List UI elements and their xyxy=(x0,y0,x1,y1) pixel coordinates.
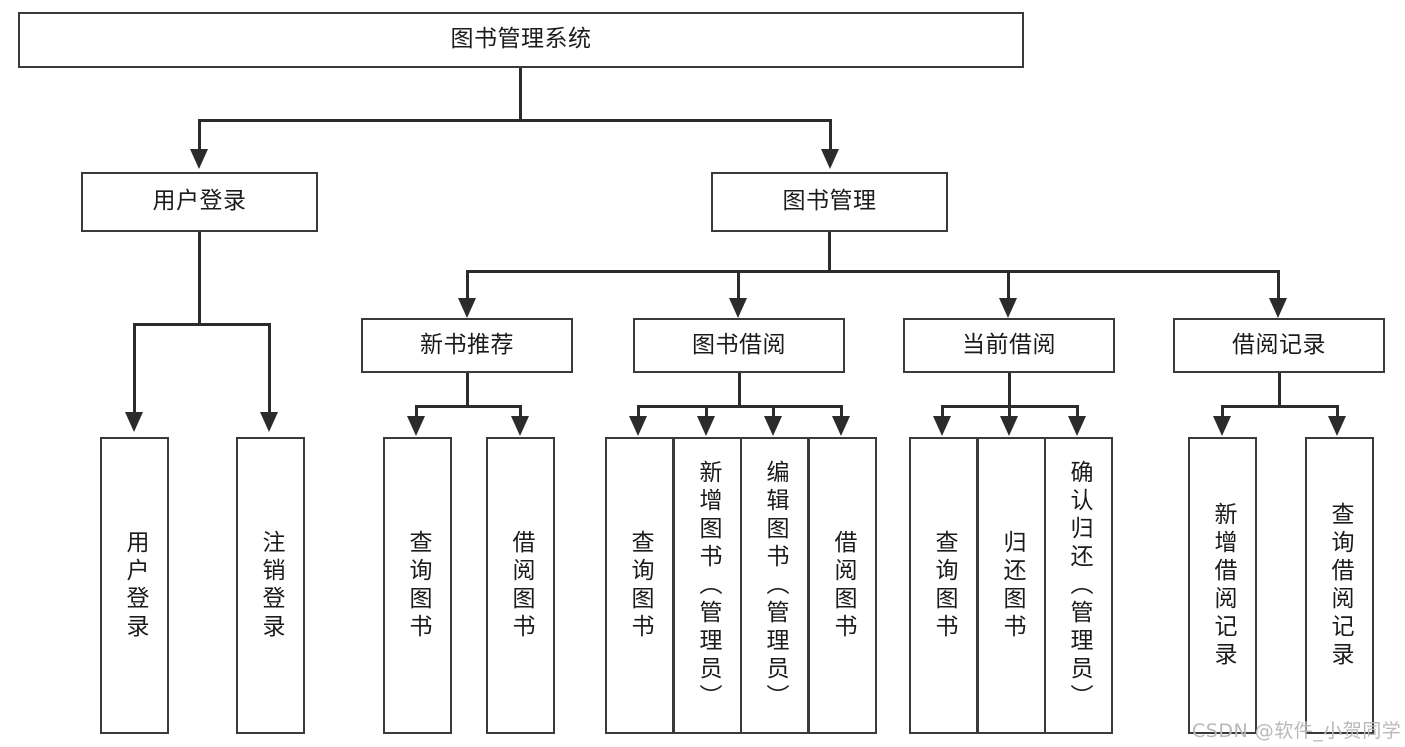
connector-records-drop-1 xyxy=(1221,405,1224,419)
leaf-confirm-return-admin[interactable]: 确认归还（管理员） xyxy=(1044,437,1113,734)
node-new-book-recommend[interactable]: 新书推荐 xyxy=(361,318,573,373)
connector-records-drop-2 xyxy=(1336,405,1339,419)
connector-borrow-drop-1 xyxy=(637,405,640,419)
node-book-management[interactable]: 图书管理 xyxy=(711,172,948,232)
leaf-query-book-borrow[interactable]: 查询图书 xyxy=(605,437,674,734)
connector-root-stem xyxy=(519,68,522,121)
arrowhead-down-icon xyxy=(190,149,208,169)
arrowhead-down-icon xyxy=(458,298,476,318)
connector-bookmgmt-drop-1 xyxy=(466,270,469,300)
connector-borrow-drop-2 xyxy=(705,405,708,419)
node-label: 新增图书（管理员） xyxy=(695,459,721,712)
arrowhead-down-icon xyxy=(1000,416,1018,436)
connector-borrow-drop-4 xyxy=(840,405,843,419)
node-current-borrow[interactable]: 当前借阅 xyxy=(903,318,1115,373)
connector-bookmgmt-bus xyxy=(466,270,1280,273)
leaf-return-book[interactable]: 归还图书 xyxy=(977,437,1046,734)
arrowhead-down-icon xyxy=(1213,416,1231,436)
arrowhead-down-icon xyxy=(629,416,647,436)
node-label: 确认归还（管理员） xyxy=(1066,459,1092,712)
connector-root-drop-left xyxy=(198,119,201,151)
arrowhead-down-icon xyxy=(260,412,278,432)
leaf-query-book-newbook[interactable]: 查询图书 xyxy=(383,437,452,734)
node-label: 编辑图书（管理员） xyxy=(762,459,788,712)
node-label: 查询借阅记录 xyxy=(1327,501,1353,670)
node-label: 图书管理 xyxy=(782,188,877,215)
connector-bookmgmt-stem xyxy=(828,232,831,272)
arrowhead-down-icon xyxy=(511,416,529,436)
connector-current-stem xyxy=(1008,373,1011,407)
arrowhead-down-icon xyxy=(1328,416,1346,436)
connector-records-stem xyxy=(1278,373,1281,407)
node-user-login[interactable]: 用户登录 xyxy=(81,172,318,232)
node-borrow-records[interactable]: 借阅记录 xyxy=(1173,318,1385,373)
leaf-add-book-admin[interactable]: 新增图书（管理员） xyxy=(673,437,742,734)
leaf-query-book-current[interactable]: 查询图书 xyxy=(909,437,978,734)
node-label: 当前借阅 xyxy=(962,331,1056,358)
leaf-borrow-book-newbook[interactable]: 借阅图书 xyxy=(486,437,555,734)
node-label: 用户登录 xyxy=(122,529,148,642)
connector-userlogin-drop-2 xyxy=(268,323,271,414)
connector-userlogin-drop-1 xyxy=(133,323,136,414)
arrowhead-down-icon xyxy=(821,149,839,169)
connector-userlogin-stem xyxy=(198,232,201,325)
connector-current-drop-1 xyxy=(941,405,944,419)
node-label: 新书推荐 xyxy=(420,331,514,358)
connector-userlogin-bus xyxy=(133,323,270,326)
node-label: 注销登录 xyxy=(258,529,284,642)
arrowhead-down-icon xyxy=(729,298,747,318)
connector-borrow-drop-3 xyxy=(772,405,775,419)
connector-newbook-bus xyxy=(415,405,521,408)
arrowhead-down-icon xyxy=(697,416,715,436)
leaf-logout[interactable]: 注销登录 xyxy=(236,437,305,734)
connector-newbook-drop-2 xyxy=(519,405,522,419)
arrowhead-down-icon xyxy=(999,298,1017,318)
connector-borrow-bus xyxy=(637,405,843,408)
connector-records-bus xyxy=(1221,405,1339,408)
node-label: 借阅记录 xyxy=(1232,331,1326,358)
node-label: 借阅图书 xyxy=(508,529,534,642)
node-label: 用户登录 xyxy=(152,188,247,215)
arrowhead-down-icon xyxy=(832,416,850,436)
node-label: 查询图书 xyxy=(931,529,957,642)
node-label: 查询图书 xyxy=(627,529,653,642)
arrowhead-down-icon xyxy=(1269,298,1287,318)
connector-borrow-stem xyxy=(738,373,741,407)
leaf-query-borrow-record[interactable]: 查询借阅记录 xyxy=(1305,437,1374,734)
leaf-edit-book-admin[interactable]: 编辑图书（管理员） xyxy=(740,437,809,734)
connector-root-bus xyxy=(198,119,832,122)
node-label: 借阅图书 xyxy=(830,529,856,642)
node-label: 查询图书 xyxy=(405,529,431,642)
connector-bookmgmt-drop-3 xyxy=(1007,270,1010,300)
connector-bookmgmt-drop-4 xyxy=(1277,270,1280,300)
leaf-borrow-book[interactable]: 借阅图书 xyxy=(808,437,877,734)
connector-root-drop-right xyxy=(829,119,832,151)
arrowhead-down-icon xyxy=(407,416,425,436)
connector-current-drop-2 xyxy=(1008,405,1011,419)
arrowhead-down-icon xyxy=(1068,416,1086,436)
node-label: 新增借阅记录 xyxy=(1210,501,1236,670)
arrowhead-down-icon xyxy=(764,416,782,436)
connector-newbook-stem xyxy=(466,373,469,407)
node-label: 图书管理系统 xyxy=(450,26,592,53)
arrowhead-down-icon xyxy=(125,412,143,432)
node-root-system[interactable]: 图书管理系统 xyxy=(18,12,1024,68)
node-book-borrow[interactable]: 图书借阅 xyxy=(633,318,845,373)
node-label: 图书借阅 xyxy=(692,331,786,358)
leaf-add-borrow-record[interactable]: 新增借阅记录 xyxy=(1188,437,1257,734)
arrowhead-down-icon xyxy=(933,416,951,436)
connector-current-drop-3 xyxy=(1076,405,1079,419)
leaf-user-login[interactable]: 用户登录 xyxy=(100,437,169,734)
node-label: 归还图书 xyxy=(999,529,1025,642)
connector-bookmgmt-drop-2 xyxy=(737,270,740,300)
connector-newbook-drop-1 xyxy=(415,405,418,419)
